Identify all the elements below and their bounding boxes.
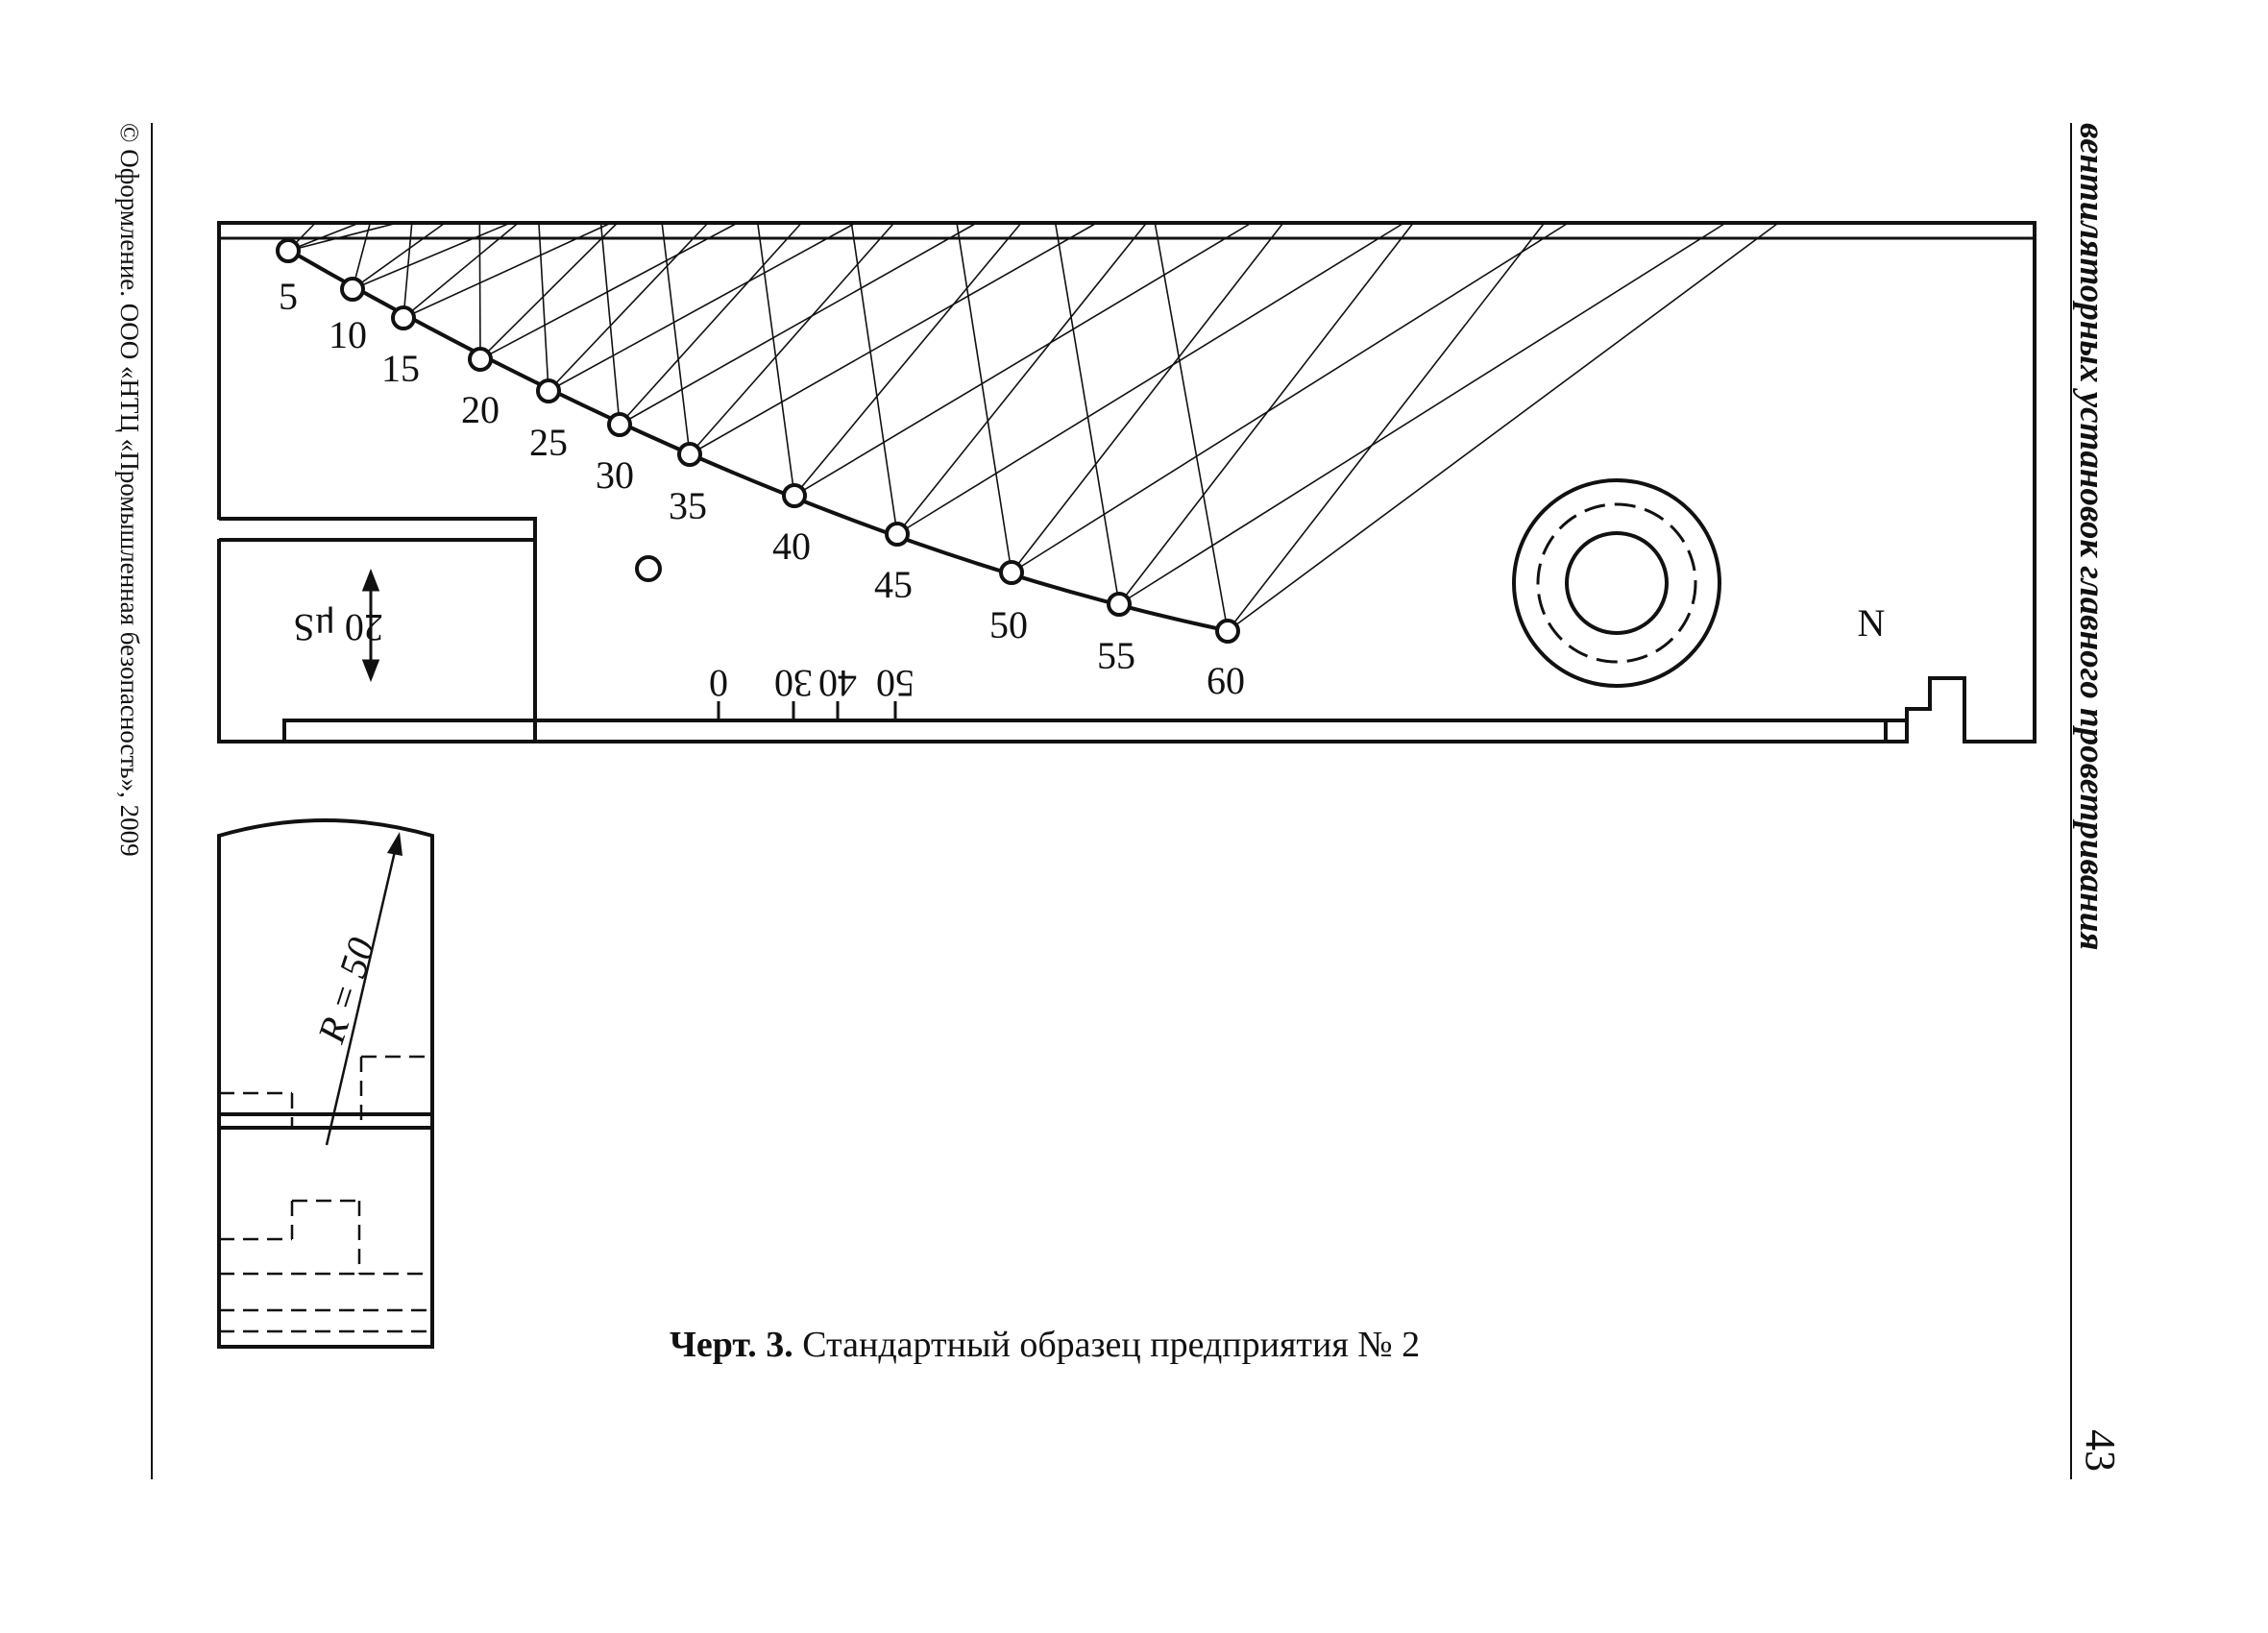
ray-line [661,223,691,455]
hole-label: 55 [1097,634,1135,677]
ray-line [402,223,413,319]
hole-circle [782,483,807,508]
hole-label: 20 [461,388,500,431]
hole-circle [340,277,365,302]
left-slot [217,517,537,542]
scale-label: 30 [774,662,813,705]
ray-line [1154,223,1229,632]
hole-circle [276,238,301,263]
ray-line [1011,223,1283,573]
ray-line [402,223,610,319]
ray-line [479,223,618,360]
side-view-outline [217,818,434,1349]
hole-circle [677,442,702,467]
ray-line [478,223,481,360]
ray-line [1011,223,1568,573]
ray-line [1118,223,1414,605]
hole-label: 35 [669,484,707,527]
ring-marker [1512,478,1721,688]
hole-circle [999,560,1024,585]
ray-line [402,223,518,319]
page-number: 43 [2077,1429,2124,1472]
scale-label: 50 [876,662,915,705]
caption-text: Стандартный образец предприятия № 2 [793,1325,1420,1365]
scale-label: 40 [818,662,857,705]
hole-circle [1215,619,1240,644]
ray-line [287,223,395,252]
hole-arc [287,248,1231,633]
ray-line [1118,223,1725,605]
ray-line [479,223,737,360]
ray-line [538,223,549,392]
ray-line [599,223,621,426]
hole-circle [536,378,561,403]
ray-line [619,223,802,426]
scale-label: 0 [709,662,728,705]
ray-line [850,223,898,535]
hole-label: 60 [1207,659,1245,702]
ray-line [793,223,1021,497]
side-view [217,818,434,1349]
hole-label: 5 [279,275,298,318]
hole-circle [468,347,493,372]
ray-line [896,223,1403,535]
ray-line [757,223,795,497]
specimen-outer-edge [217,221,2036,743]
ray-line [352,223,509,290]
ray-line [352,223,445,290]
single-hole [635,555,662,582]
hole-label: 45 [874,563,913,606]
ray-line [956,223,1012,573]
radius-label: R = 50 [308,933,383,1049]
specimen-outline-detail [217,221,2036,743]
marker-n-label: N [1858,601,1886,645]
hole-circle [607,412,632,437]
ray-line [548,223,708,392]
copyright-text: © Оформление. ООО «НТЦ «Промышленная без… [115,123,144,857]
ray-line [689,223,1096,455]
hole-circle [885,522,910,547]
ray-line [1227,223,1545,632]
dimension-arrow [361,568,380,683]
dimension-label: 20 μS [293,606,383,649]
ray-line [1227,223,1778,632]
hole-label: 10 [329,313,367,356]
ray-lines [287,223,1778,632]
slot-opening [215,521,223,538]
caption-label: Черт. 3. [670,1325,793,1365]
hole-label: 15 [381,347,420,390]
hole-circle [391,305,416,330]
hole-label: 25 [529,421,568,464]
hole-markers: 5 10 15 20 25 30 35 40 45 50 55 60 [276,238,1245,702]
ray-line [619,223,976,426]
ray-line [689,223,894,455]
ray-line [896,223,1147,535]
ray-line [548,223,855,392]
hole-circle [1107,592,1132,617]
running-header: вентиляторных установок главного проветр… [2072,123,2111,950]
ray-line [793,223,1251,497]
hole-label: 30 [596,453,634,497]
figure-caption: Черт. 3. Стандартный образец предприятия… [670,1325,1420,1365]
hole-label: 50 [989,603,1028,646]
ray-line [1055,223,1120,605]
hole-label: 40 [772,524,811,568]
